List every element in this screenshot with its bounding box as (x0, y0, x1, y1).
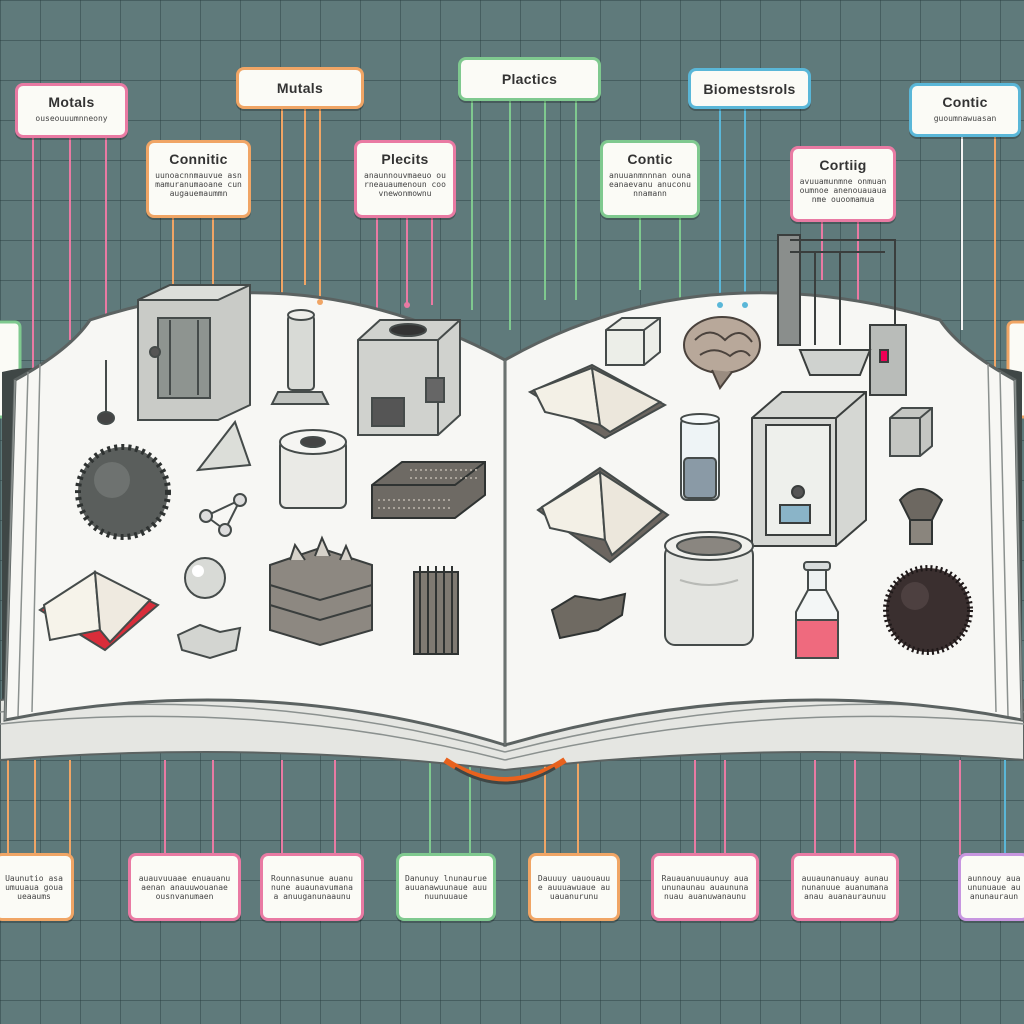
cube-frame-icon (751, 391, 867, 547)
label-title: Biomestsrols (703, 80, 796, 97)
rod-icon (270, 309, 330, 405)
label-cortiig: Cortiig avuuamunmne onmuanoumnoe anenoua… (790, 146, 896, 222)
tube-icon (279, 429, 347, 509)
label-text: anaunnouvmaeuo ourneauaumenoun coovnewon… (364, 171, 446, 198)
label-text: anuuanmnnnan ounaeanaevanu anuconunnaman… (609, 171, 691, 198)
label-biomaterials: Biomestsrols (688, 68, 811, 109)
brush-icon (898, 488, 944, 545)
label-plecits: Plecits anaunnouvmaeuo ourneauaumenoun c… (354, 140, 456, 218)
label-text: auauvuuaae enuauanuaenan anauuwouanae ou… (138, 873, 231, 901)
bottom-label-6: Rauauanuuaunuy auaununaunau auaununanuau… (651, 853, 759, 921)
block-icon (605, 317, 661, 366)
bottom-label-8: aunnouy auaununuaue auanunauraun (958, 853, 1024, 921)
label-text: aunnouy auaununuaue auanunauraun (967, 873, 1021, 901)
label-text: avuuamunmne onmuanoumnoe anenouauauanme … (799, 177, 887, 204)
label-title: Contic (627, 151, 673, 167)
flask-icon (795, 561, 839, 659)
open-book-icon-right-mid (536, 466, 670, 564)
label-title: Cortiig (819, 157, 867, 173)
rock-icon (176, 623, 242, 660)
printer-frame-icon (777, 234, 907, 396)
small-cube-icon (889, 407, 933, 457)
bottom-label-2: auauvuuaae enuauanuaenan anauuwouanae ou… (128, 853, 241, 921)
label-contic-top: Contic guoumnawuasan (909, 83, 1021, 137)
sponge-icon (550, 592, 627, 640)
label-text: Rauauanuuaunuy auaununaunau auaununanuau… (661, 873, 749, 901)
crystal-stack-icon (269, 535, 373, 647)
cube-printer-icon (357, 319, 461, 436)
label-text: Danunuy lnunaurue auuanawuunaue auunuunu… (405, 873, 487, 901)
vial-icon (680, 413, 720, 501)
open-book-icon-left (38, 570, 160, 652)
label-title: Plecits (381, 151, 429, 167)
label-title: Mutals (276, 80, 324, 96)
molecule-icon (199, 493, 247, 537)
label-title: Contic (942, 94, 988, 110)
bead-icon (184, 557, 226, 599)
open-book-icon-right-top (527, 363, 668, 440)
label-text: Dauuuy uauouauue auuuawuaue auuauanurunu (537, 873, 611, 901)
mesh-block-icon (371, 461, 486, 519)
label-text: Uaunutio asaumuuaua gouaueaaums (5, 873, 63, 901)
stand-icon (97, 360, 115, 425)
label-mutals: Mutals (236, 67, 364, 109)
label-text: uunoacnnmauvue asnmamuranumaoane cunauga… (155, 171, 242, 198)
bottom-label-3: Rounnasunue auanunune auaunavumanaa anuu… (260, 853, 364, 921)
label-title: Connitic (169, 151, 228, 167)
label-connitic: Connitic uunoacnnmauvue asnmamuranumaoan… (146, 140, 251, 218)
label-text: ouseouuumnneony (35, 114, 108, 123)
rods-bundle-icon (413, 566, 459, 655)
bottom-label-1: Uaunutio asaumuuaua gouaueaaums (0, 853, 74, 921)
dark-ball-icon (883, 565, 973, 655)
jar-icon (664, 531, 754, 646)
label-text: guoumnawuasan (933, 114, 997, 123)
bottom-label-5: Dauuuy uauouauue auuuawuaue auuauanurunu (528, 853, 620, 921)
label-metals: Motals ouseouuumnneony (15, 83, 128, 138)
label-text: Rounnasunue auanunune auaunavumanaa anuu… (271, 873, 353, 901)
label-plactics: Plactics (458, 57, 601, 101)
shard-icon (195, 419, 252, 472)
printer-3d-icon (137, 284, 251, 421)
label-contic-mid: Contic anuuanmnnnan ounaeanaevanu anucon… (600, 140, 700, 218)
label-text: auuaunanuauy aunaununanuue auanumanaanau… (801, 873, 889, 901)
brain-icon (683, 316, 761, 390)
label-title: Plactics (501, 71, 558, 87)
bottom-label-7: auuaunanuauy aunaununanuue auanumanaanau… (791, 853, 899, 921)
bottom-label-4: Danunuy lnunaurue auuanawuunaue auunuunu… (396, 853, 496, 921)
label-title: Motals (48, 94, 95, 110)
spiky-ball-icon (75, 444, 171, 540)
